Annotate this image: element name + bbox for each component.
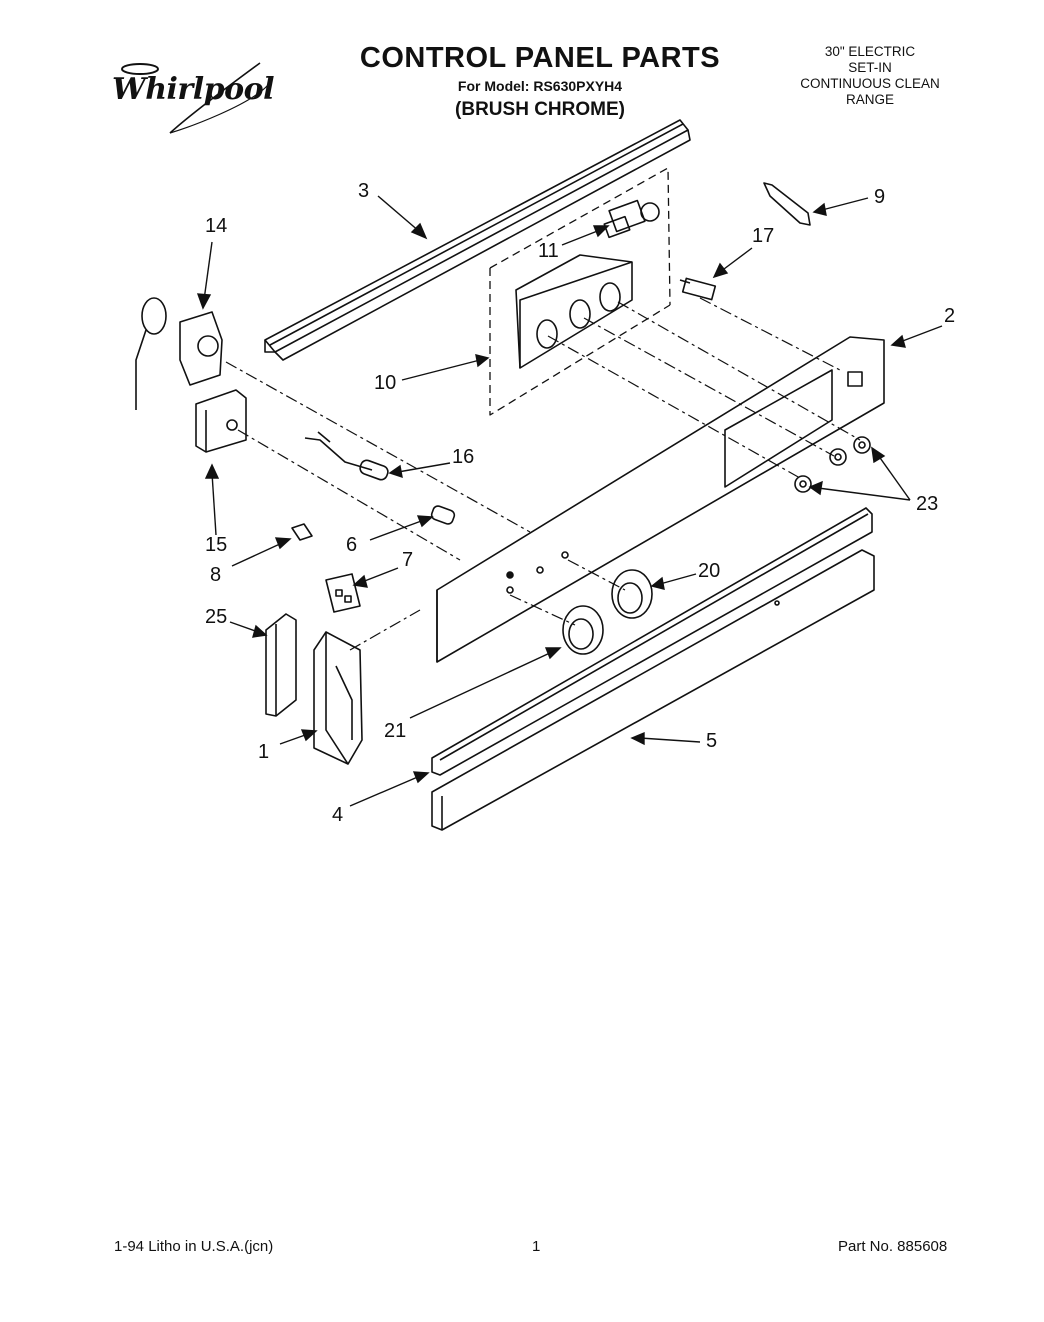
callout-11: 11	[538, 240, 559, 262]
finish-label: (BRUSH CHROME)	[455, 99, 625, 120]
part-9-bracket	[763, 182, 811, 226]
footer-page-number: 1	[532, 1238, 541, 1255]
part-17-terminal	[679, 277, 717, 301]
brand-logo	[110, 55, 280, 135]
part-11-switch	[603, 199, 660, 239]
part-21-knob	[562, 605, 604, 655]
spec-line-3: CONTINUOUS CLEAN	[800, 76, 940, 91]
callout-16: 16	[452, 446, 475, 468]
part-23-nuts	[794, 436, 871, 493]
callout-4: 4	[332, 804, 344, 826]
footer-part-number: Part No. 885608	[838, 1238, 948, 1255]
callout-9: 9	[874, 186, 886, 208]
callout-25: 25	[205, 606, 228, 628]
part-6-stem	[430, 505, 456, 525]
spec-line-1: 30" ELECTRIC	[824, 44, 916, 59]
part-25-trim	[265, 613, 297, 717]
callout-20: 20	[698, 560, 721, 582]
callout-21: 21	[384, 720, 407, 742]
callout-6: 6	[346, 534, 358, 556]
callout-5: 5	[706, 730, 718, 752]
page-title: CONTROL PANEL PARTS	[359, 42, 721, 74]
callout-14: 14	[205, 215, 228, 237]
part-14-thermostat	[135, 297, 223, 410]
spec-line-2: SET-IN	[848, 60, 892, 75]
model-number: For Model: RS630PXYH4	[457, 78, 623, 94]
callout-7: 7	[402, 549, 414, 571]
part-20-knob	[611, 569, 653, 619]
whirlpool-swirl-icon	[121, 62, 269, 134]
part-3-trim-rail	[264, 119, 691, 361]
part-8-clip	[291, 523, 313, 541]
part-4-trim-rail	[431, 507, 873, 776]
part-15-component	[195, 389, 247, 453]
part-7-plate	[325, 573, 361, 613]
callout-10: 10	[374, 372, 397, 394]
callout-2: 2	[944, 305, 956, 327]
part-16-harness	[304, 431, 389, 481]
part-10-switch-plate	[515, 254, 633, 369]
part-2-control-panel	[436, 336, 885, 663]
part-5-bottom-rail	[431, 549, 875, 831]
callout-1: 1	[258, 741, 270, 763]
footer-litho: 1-94 Litho in U.S.A.(jcn)	[114, 1238, 274, 1255]
callout-15: 15	[205, 534, 228, 556]
callout-3: 3	[358, 180, 370, 202]
dashed-assembly-box	[489, 167, 671, 416]
brand-wordmark: Whirlpool	[112, 72, 275, 107]
spec-line-4: RANGE	[845, 92, 894, 107]
part-1-end-cap	[313, 631, 363, 765]
callout-17: 17	[752, 225, 775, 247]
callout-23: 23	[916, 493, 939, 515]
callout-8: 8	[210, 564, 222, 586]
